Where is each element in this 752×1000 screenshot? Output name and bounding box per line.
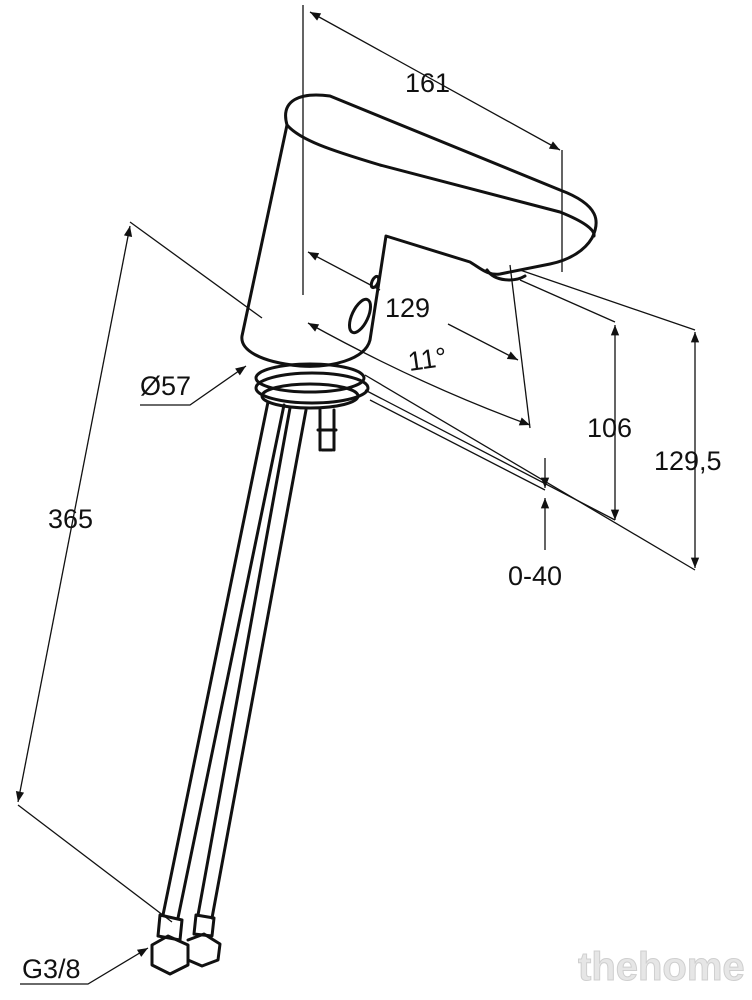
mounting-base — [254, 362, 370, 452]
dim-hose-length: 365 — [48, 504, 93, 534]
dim-connection-thread: G3/8 — [22, 954, 81, 984]
dim-base-diameter: Ø57 — [140, 371, 191, 401]
dim-outlet-height: 106 — [587, 413, 632, 443]
dim-spout-length: 161 — [405, 68, 450, 98]
dim-total-height: 129,5 — [654, 446, 722, 476]
dim-angle: 11° — [406, 342, 449, 377]
dim-reach: 129 — [385, 293, 430, 323]
watermark: thehome — [578, 945, 745, 989]
supply-hoses — [150, 400, 308, 976]
dimension-lines — [15, 5, 700, 985]
faucet-body — [240, 93, 598, 368]
dim-worktop-thickness: 0-40 — [508, 561, 562, 591]
